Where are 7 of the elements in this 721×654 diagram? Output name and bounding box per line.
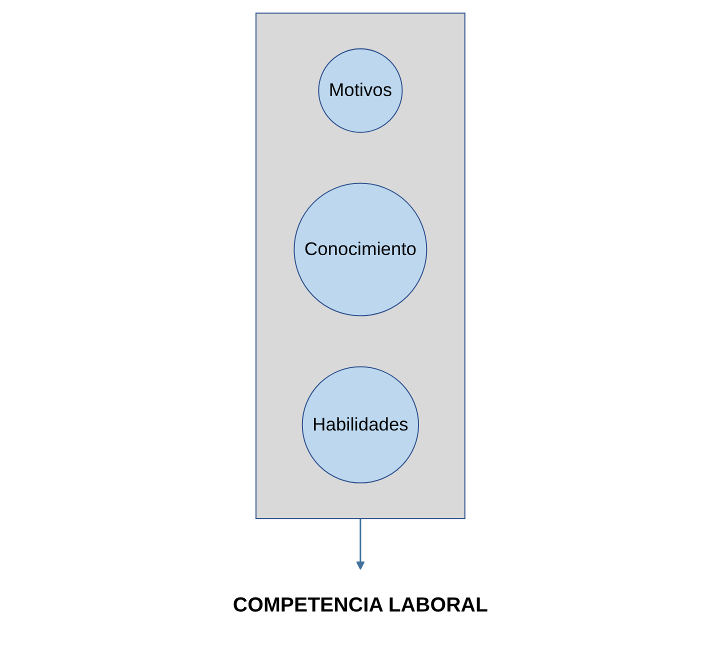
node-text: COMPETENCIA LABORAL [232, 594, 488, 616]
node-circle [318, 48, 403, 133]
cluster [256, 12, 466, 520]
diagram: Motivos Conocimiento Habilidades COMPETENCIA LABORAL [184, 5, 537, 649]
node-circle [294, 182, 428, 316]
arrow [356, 518, 365, 570]
node-circle [302, 366, 420, 484]
